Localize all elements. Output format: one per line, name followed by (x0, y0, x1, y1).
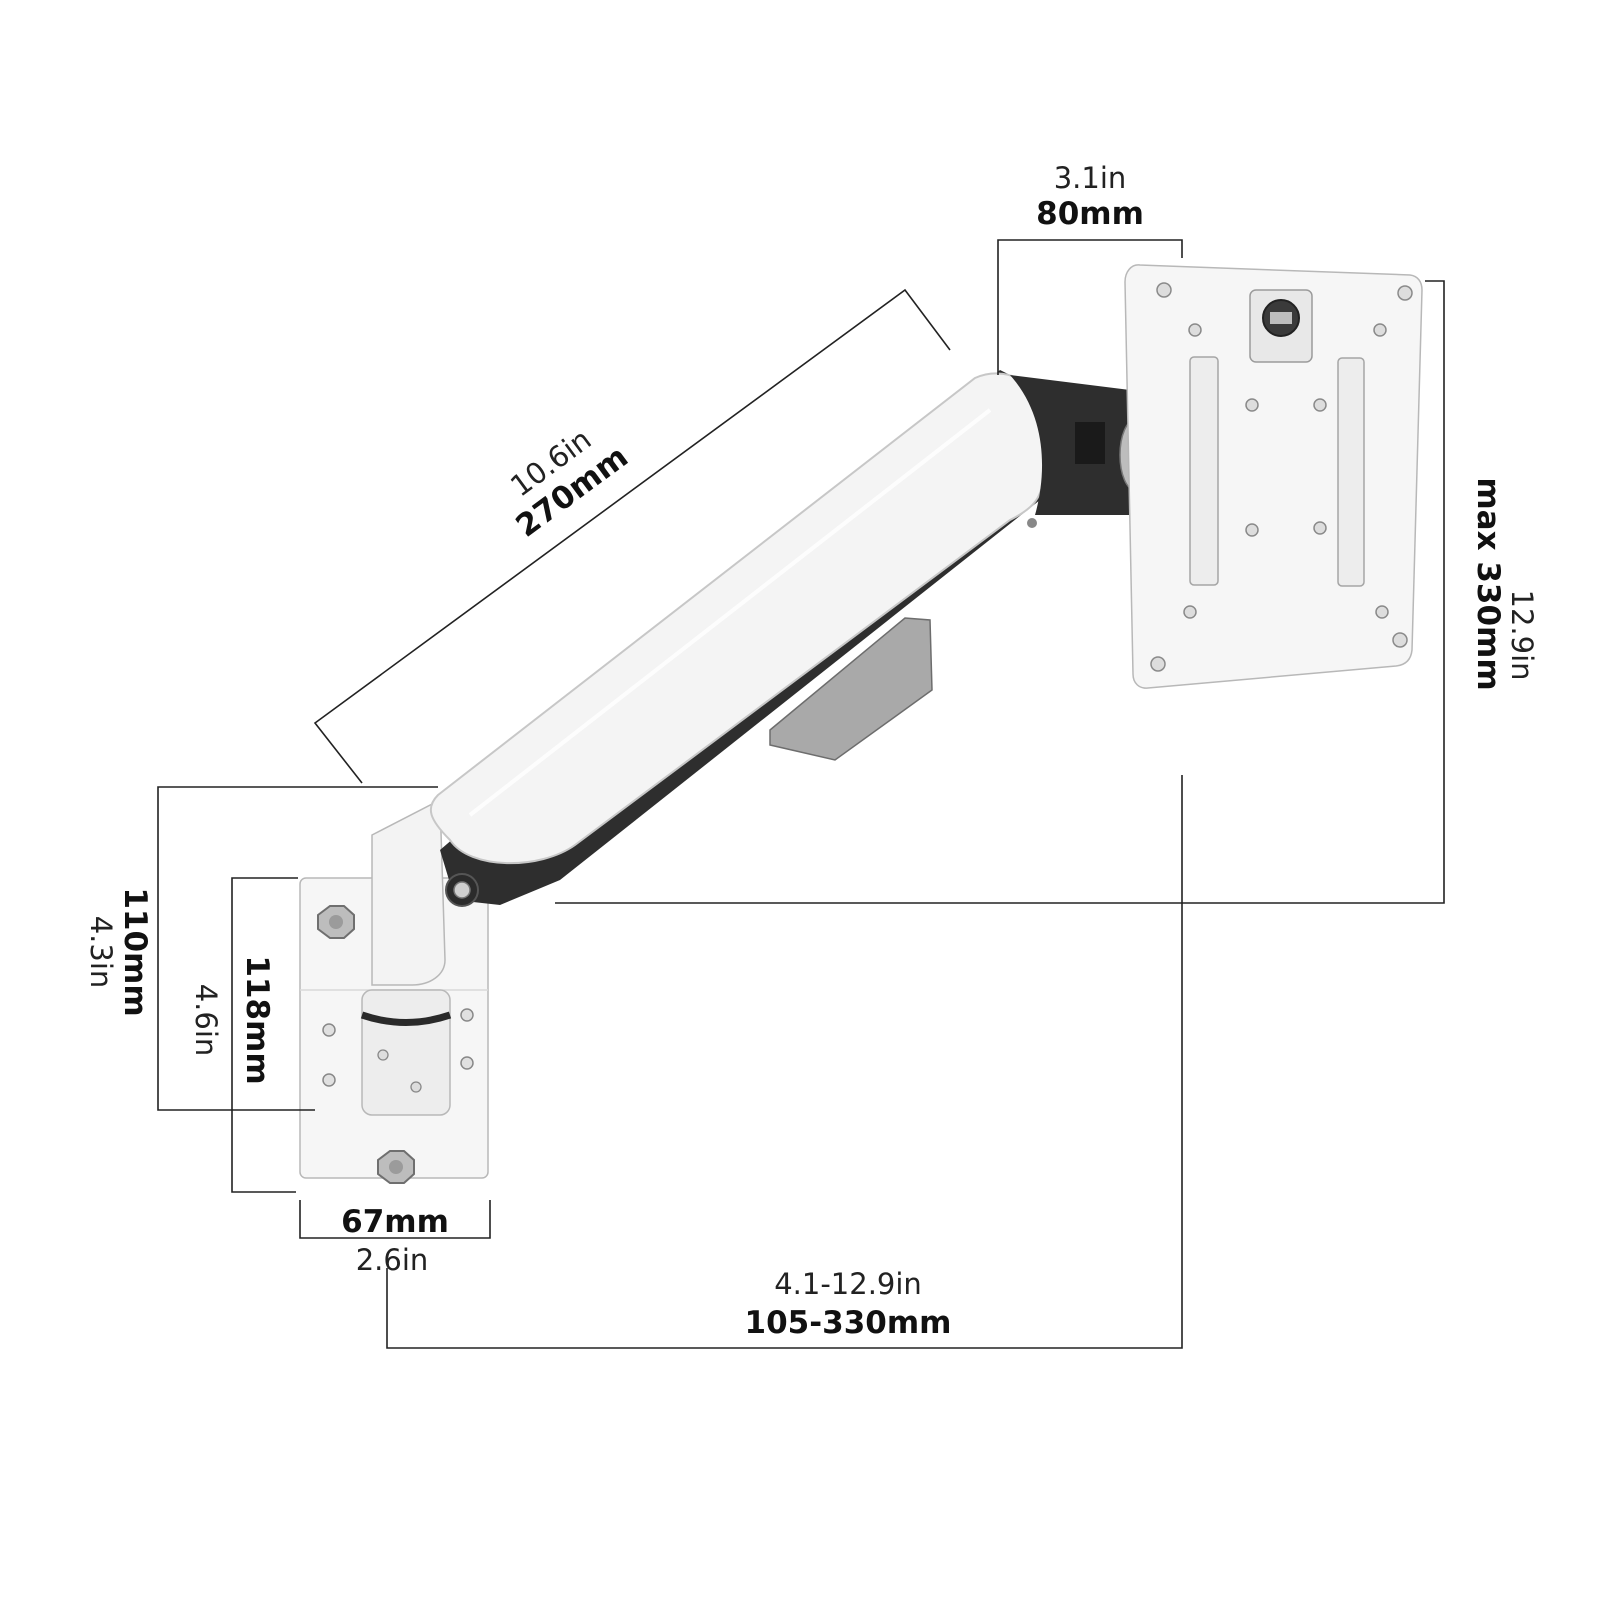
base-height-label: 110mm (117, 887, 153, 1016)
extension-range-mm: 105-330mm (745, 1305, 952, 1341)
screw-icon (1188, 323, 1202, 337)
plate-width-mm: 67mm (341, 1204, 449, 1240)
screw-icon (322, 1073, 336, 1087)
pivot-knob-icon (445, 873, 479, 907)
head-depth-dimension-line (997, 239, 1183, 375)
screw-icon (322, 1023, 336, 1037)
max-height-dimension-line (555, 280, 1445, 904)
screw-icon (1245, 523, 1259, 537)
screw-icon (1156, 282, 1172, 298)
dimension-lines (157, 239, 1445, 1349)
gas-spring-housing (769, 617, 933, 761)
plate-height-in-label: 4.6in (189, 984, 223, 1057)
vertical-post (360, 798, 452, 1116)
screw-icon (1027, 518, 1037, 528)
screw-icon (1397, 285, 1413, 301)
dimension-labels: 10.6in 270mm 3.1in 80mm max 330mm 12.9in… (84, 161, 1539, 1341)
head-depth-in: 3.1in (1054, 161, 1127, 195)
vesa-plate (1124, 264, 1423, 689)
extension-range-dimension-line (386, 775, 1183, 1349)
monitor-arm-illustration (299, 264, 1423, 1184)
screw-icon (1313, 521, 1327, 535)
plate-height-label: 118mm (239, 955, 275, 1084)
base-height-dimension-line (157, 786, 438, 1111)
max-height-in: 12.9in (1505, 589, 1539, 680)
screw-icon (1375, 605, 1389, 619)
arm-white-cover (429, 372, 1044, 865)
base-height-in: 4.3in (84, 916, 118, 989)
screw-icon (410, 1081, 422, 1093)
plate-height-mm: 118mm (239, 955, 275, 1084)
screw-icon (377, 1049, 389, 1061)
screw-icon (1313, 398, 1327, 412)
max-height-in-label: 12.9in (1505, 589, 1539, 680)
base-height-in-label: 4.3in (84, 916, 118, 989)
screw-icon (1245, 398, 1259, 412)
plate-height-in: 4.6in (189, 984, 223, 1057)
max-height-label: max 330mm (1470, 477, 1506, 690)
hex-bolt-icon (317, 905, 355, 939)
hex-bolt-icon (377, 1150, 415, 1184)
head-depth-mm: 80mm (1036, 196, 1144, 232)
tilt-knob-icon (1249, 289, 1313, 363)
plate-height-dimension-line (231, 877, 298, 1193)
plate-width-dimension-line (299, 1200, 491, 1239)
max-height-mm: max 330mm (1470, 477, 1506, 690)
screw-icon (1373, 323, 1387, 337)
screw-icon (1183, 605, 1197, 619)
screw-icon (1150, 656, 1166, 672)
arm-length-label: 10.6in 270mm (504, 422, 635, 545)
screw-icon (460, 1056, 474, 1070)
arm-length-dimension-line (313, 288, 951, 784)
base-height-mm: 110mm (117, 887, 153, 1016)
screw-icon (460, 1008, 474, 1022)
plate-width-in: 2.6in (356, 1243, 429, 1277)
extension-range-in: 4.1-12.9in (774, 1267, 922, 1301)
screw-icon (1392, 632, 1408, 648)
